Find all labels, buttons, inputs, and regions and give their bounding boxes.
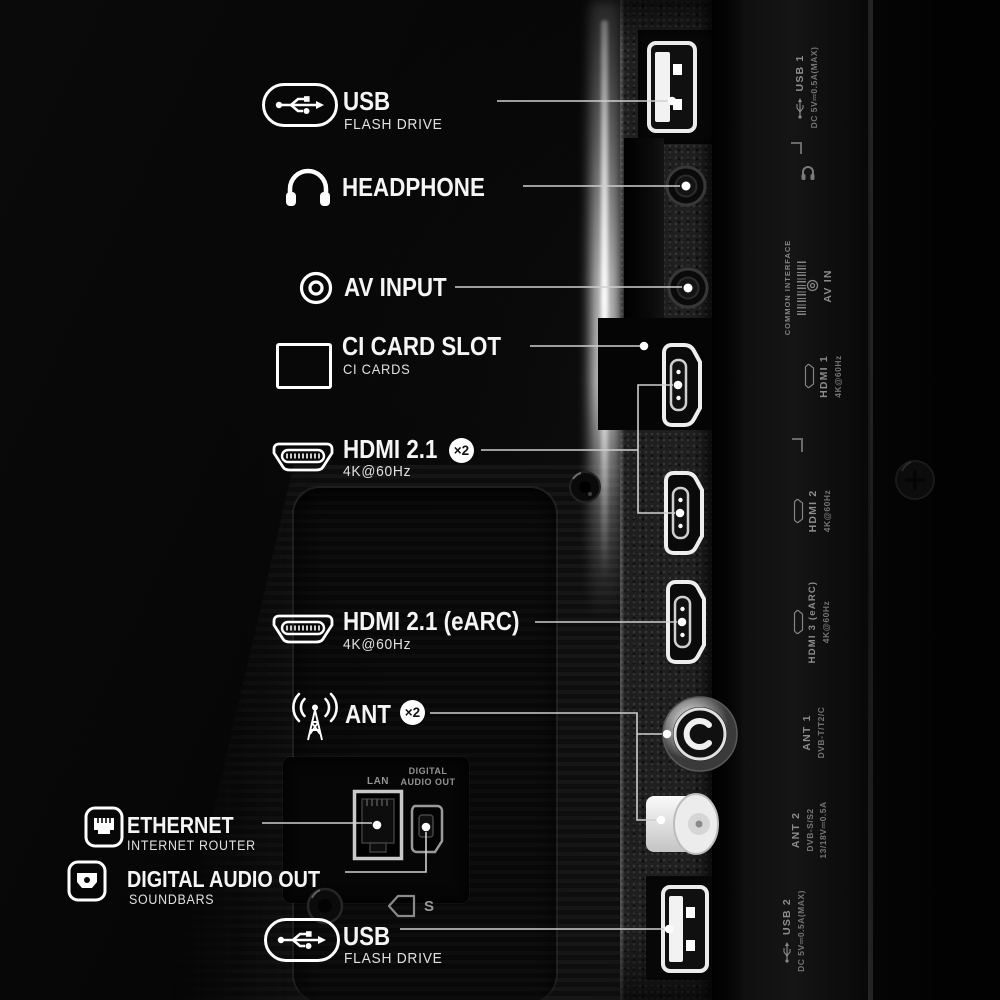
hdmi-mini-icon [804, 364, 815, 389]
digital-audio-out-label: DIGITAL AUDIO OUT [127, 866, 321, 892]
print-ant2-spec: DVB-S/S2 [805, 808, 815, 852]
print-usb1-title-row: USB 1 [794, 55, 806, 121]
print-usb2-title-row: USB 2 [781, 898, 793, 964]
print-common-interface-label: COMMON INTERFACE [783, 239, 792, 336]
rear-cover-edge [868, 0, 873, 1000]
ci-card-slot-label: CI CARD SLOT [342, 331, 502, 361]
hdmi-mini-icon [793, 609, 804, 635]
print-ant2: ANT 2 DVB-S/S2 13/18V⎓0.5A [790, 780, 829, 880]
print-hdmi3-spec: 4K@60Hz [821, 600, 831, 644]
hdmi-icon [272, 614, 334, 644]
hdmi-mini-icon [793, 498, 804, 524]
s-mark-label: S [424, 897, 435, 915]
print-hdmi2-spec: 4K@60Hz [822, 489, 832, 533]
screw-bottom [306, 887, 344, 925]
print-usb1-title: USB 1 [794, 54, 806, 92]
hdmi-x2-badge: ×2 [449, 438, 474, 463]
hdmi-port-2 [664, 471, 704, 555]
print-usb1: USB 1 DC 5V⎓0.5A(MAX) [794, 25, 820, 150]
print-ant1-spec: DVB-T/T2/C [816, 706, 826, 759]
ci-card-icon [276, 343, 332, 389]
digital-audio-out-print-line2: AUDIO OUT [400, 776, 456, 787]
av-input-icon [299, 271, 333, 305]
print-ant1-title: ANT 1 [801, 714, 813, 751]
print-hdmi2: HDMI 2 4K@60Hz [793, 466, 832, 556]
tag-arrow-icon [387, 894, 416, 918]
bracket-print-icon-1 [791, 142, 802, 154]
print-usb2-spec: DC 5V⎓0.5A(MAX) [796, 890, 806, 972]
usb-port-1 [647, 41, 697, 133]
usb-top-label: USB [343, 86, 391, 116]
lan-port [352, 789, 404, 861]
print-hdmi1-title: HDMI 1 [818, 355, 830, 398]
headphone-print-icon [801, 166, 815, 180]
digital-audio-icon [67, 860, 107, 902]
screw-left [569, 471, 601, 503]
ethernet-sublabel: INTERNET ROUTER [127, 838, 256, 853]
usb-trident-glyph [275, 96, 324, 114]
usb-trident-mini-icon [796, 98, 804, 120]
print-av-in-label: AV IN [822, 269, 834, 303]
usb-trident-mini-icon [783, 941, 791, 963]
hdmi-icon [272, 442, 334, 472]
stand-screw-mark: S [386, 893, 434, 919]
usb-icon [262, 83, 338, 127]
print-ant1: ANT 1 DVB-T/T2/C [801, 685, 826, 780]
antenna-connector-2 [646, 793, 719, 855]
hdmi-port-3 [666, 580, 706, 664]
ethernet-icon [84, 806, 124, 848]
print-common-interface: COMMON INTERFACE [783, 240, 806, 335]
bracket-print-icon-2 [792, 438, 803, 452]
usb-icon [264, 918, 340, 962]
print-hdmi3: HDMI 3 (eARC) 4K@60Hz [793, 570, 831, 674]
hdmi-x2-label: HDMI 2.1 [343, 434, 438, 464]
headphone-jack [665, 165, 707, 207]
headphone-label: HEADPHONE [342, 172, 485, 202]
av-input-label: AV INPUT [344, 272, 447, 302]
usb-bottom-sublabel: FLASH DRIVE [344, 950, 443, 967]
ci-card-slot-sublabel: CI CARDS [343, 361, 411, 377]
print-ant2-title: ANT 2 [790, 811, 802, 849]
barcode [797, 260, 806, 315]
hdmi-earc-sublabel: 4K@60Hz [343, 636, 412, 653]
usb-trident-glyph [277, 931, 326, 949]
digital-audio-out-print-line1: DIGITAL [408, 766, 448, 776]
ethernet-label: ETHERNET [127, 812, 234, 838]
av-mini-icon [806, 280, 819, 292]
print-hdmi2-title: HDMI 2 [807, 489, 819, 533]
usb-port-2 [661, 885, 709, 973]
digital-audio-out-sublabel: SOUNDBARS [129, 892, 215, 907]
panel-edge-highlight-core [601, 20, 608, 580]
av-input-jack [667, 267, 709, 309]
antenna-icon [292, 692, 338, 741]
print-usb1-spec: DC 5V⎓0.5A(MAX) [809, 46, 819, 129]
print-ant2-spec2: 13/18V⎓0.5A [818, 801, 828, 859]
print-hdmi1-spec: 4K@60Hz [833, 355, 843, 398]
print-hdmi3-title: HDMI 3 (eARC) [807, 580, 818, 664]
rear-cover-right [873, 0, 1000, 1000]
usb-top-sublabel: FLASH DRIVE [344, 116, 443, 133]
ant-badge: ×2 [400, 700, 425, 725]
print-usb2-title: USB 2 [781, 898, 793, 935]
optical-audio-port [410, 804, 444, 854]
hdmi-port-1 [662, 343, 702, 427]
headphone-icon [286, 168, 330, 206]
antenna-connector-1 [662, 696, 738, 772]
digital-audio-out-print: DIGITAL AUDIO OUT [398, 766, 458, 787]
usb-bottom-label: USB [343, 921, 391, 951]
print-av-in: AV IN [806, 260, 834, 312]
print-hdmi1: HDMI 1 4K@60Hz [804, 329, 843, 424]
lan-print: LAN [366, 776, 390, 787]
ant-label: ANT [345, 699, 391, 729]
screw-right [895, 460, 935, 500]
hdmi-x2-sublabel: 4K@60Hz [343, 463, 412, 480]
hdmi-earc-label: HDMI 2.1 (eARC) [343, 606, 520, 636]
print-usb2: USB 2 DC 5V⎓0.5A(MAX) [781, 866, 807, 996]
